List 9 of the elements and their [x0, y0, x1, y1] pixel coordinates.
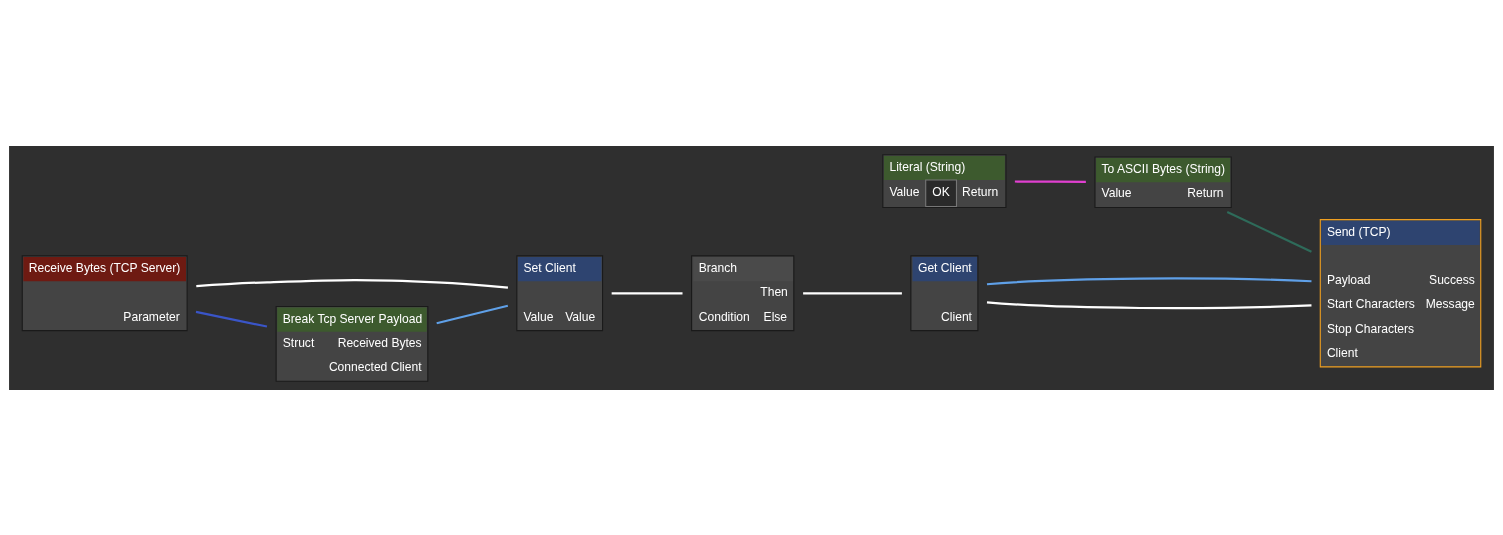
connector: [1014, 179, 1086, 183]
connector: [195, 310, 268, 328]
connector: [803, 291, 902, 294]
connector: [1226, 210, 1312, 253]
connector: [986, 300, 1312, 309]
connector: [611, 291, 683, 294]
connector: [986, 276, 1312, 285]
connector: [436, 304, 509, 324]
connector: [196, 278, 509, 289]
